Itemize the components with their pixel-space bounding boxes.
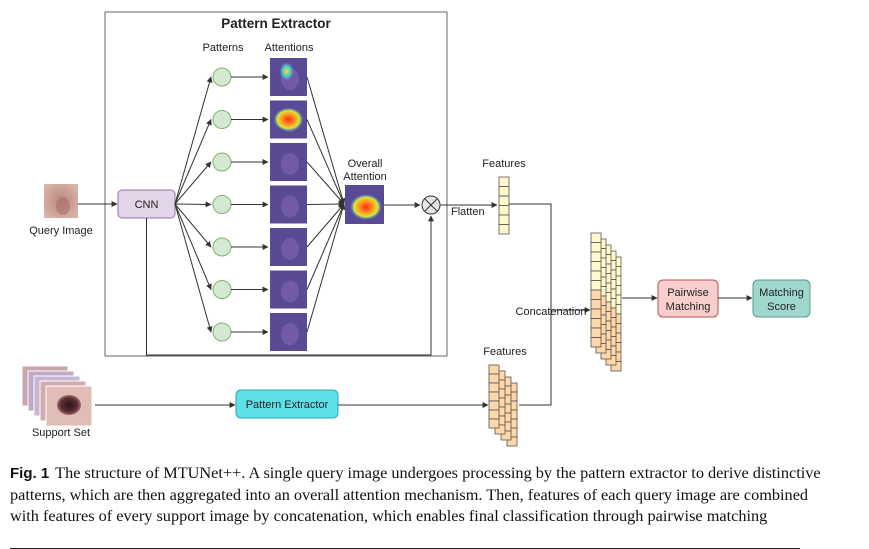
pattern-extractor-box xyxy=(235,389,339,419)
feature-cell xyxy=(500,430,512,441)
pattern-extractor-box-label: Pattern Extractor xyxy=(246,399,329,411)
attention-map-lesion xyxy=(281,153,299,175)
figure-label: Fig. 1 xyxy=(10,465,50,482)
features-bottom-stack xyxy=(488,364,518,447)
attention-to-overall-arrow xyxy=(306,76,346,205)
cnn-to-pattern-arrow xyxy=(174,201,212,208)
patterns-column-label: Patterns xyxy=(203,42,244,54)
cnn-label: CNN xyxy=(135,199,159,211)
concat-cell xyxy=(590,318,602,329)
feature-cell xyxy=(488,409,500,420)
attention-map xyxy=(270,313,307,351)
feature-cell xyxy=(506,436,518,447)
feature-cell xyxy=(488,400,500,411)
attention-map xyxy=(270,185,307,224)
cnn-to-pattern-arrow xyxy=(174,161,212,205)
attention-map xyxy=(270,270,307,309)
attention-map-lesion xyxy=(281,280,299,303)
concat-cell xyxy=(590,280,602,291)
feature-cell xyxy=(498,176,510,187)
attention-map xyxy=(270,143,307,181)
overall-attention-map xyxy=(345,185,384,224)
feature-cell xyxy=(498,186,510,197)
attentions-column-label: Attentions xyxy=(265,42,314,54)
pattern-node xyxy=(212,67,232,87)
concatenated-features-stack xyxy=(590,232,622,372)
features-bottom-label: Features xyxy=(483,346,527,358)
concat-cell xyxy=(590,242,602,253)
cnn-skip-connection xyxy=(146,215,434,356)
feature-cell xyxy=(494,424,506,435)
concat-cell xyxy=(590,327,602,338)
pattern-node xyxy=(212,237,232,257)
support-set-images xyxy=(21,365,93,427)
attention-to-overall-arrow xyxy=(306,203,346,333)
concatenation-label: Concatenation xyxy=(516,306,587,318)
pattern-node xyxy=(212,152,232,172)
matching-score-label-line1: Matching xyxy=(759,287,804,299)
attention-heat-spot xyxy=(279,62,294,81)
attention-map-lesion xyxy=(281,323,299,345)
features-top-column xyxy=(498,176,510,235)
pattern-node xyxy=(212,195,232,214)
support-set-label: Support Set xyxy=(32,427,90,439)
attention-heat-spot xyxy=(273,107,304,132)
concat-cell xyxy=(590,232,602,243)
attention-to-overall-arrow xyxy=(306,201,345,208)
overall-attention-label-line2: Attention xyxy=(343,171,386,183)
matching-score-label-line2: Score xyxy=(767,301,796,313)
feature-cell xyxy=(498,205,510,216)
matching-score-box xyxy=(752,279,811,318)
feature-cell xyxy=(498,214,510,225)
concat-cell xyxy=(590,308,602,319)
feature-cell xyxy=(498,224,510,235)
concat-cell xyxy=(590,251,602,262)
caption-text: The structure of MTUNet++. A single quer… xyxy=(10,463,821,525)
attention-map-lesion xyxy=(281,195,299,218)
concat-cell xyxy=(590,299,602,310)
attention-map xyxy=(270,100,307,139)
cnn-to-pattern-arrow xyxy=(174,203,213,333)
attention-map-lesion xyxy=(281,238,299,260)
concat-cell xyxy=(590,261,602,272)
pairwise-matching-label-line1: Pairwise xyxy=(667,287,709,299)
attention-map xyxy=(270,58,307,96)
pattern-node xyxy=(212,110,232,129)
pairwise-matching-label-line2: Matching xyxy=(666,301,711,313)
pattern-node xyxy=(212,280,232,299)
attention-to-overall-arrow xyxy=(306,203,345,248)
architecture-diagram: Pattern Extractor Patterns Attentions Qu… xyxy=(21,11,811,447)
multiply-operator-icon xyxy=(421,195,441,215)
feature-cell xyxy=(488,391,500,402)
feature-cell xyxy=(488,364,500,375)
cnn-to-pattern-arrow xyxy=(174,203,212,291)
feature-cell xyxy=(498,195,510,206)
attention-to-overall-arrow xyxy=(306,203,345,290)
cnn-to-pattern-arrow xyxy=(174,118,212,205)
feature-cell xyxy=(488,418,500,429)
feature-cell xyxy=(488,382,500,393)
pattern-node xyxy=(212,322,232,342)
features-top-label: Features xyxy=(482,158,526,170)
attention-map xyxy=(270,228,307,266)
overall-attention-label-line1: Overall xyxy=(348,158,383,170)
pattern-extractor-title: Pattern Extractor xyxy=(221,16,331,31)
cnn-to-pattern-arrow xyxy=(174,76,213,205)
query-image-lesion xyxy=(56,197,70,215)
concat-cell xyxy=(590,270,602,281)
concat-cell xyxy=(590,337,602,348)
query-image-label: Query Image xyxy=(29,225,93,237)
features-top-to-concat-line xyxy=(509,203,583,311)
attention-to-overall-arrow xyxy=(306,119,345,205)
cnn-to-pattern-arrow xyxy=(174,203,212,248)
concat-cell xyxy=(590,289,602,300)
flatten-label: Flatten xyxy=(451,206,485,218)
patterns-layer xyxy=(174,58,346,351)
features-bottom-to-concat-line xyxy=(519,310,552,406)
attention-to-overall-arrow xyxy=(306,161,345,205)
feature-cell xyxy=(488,373,500,384)
